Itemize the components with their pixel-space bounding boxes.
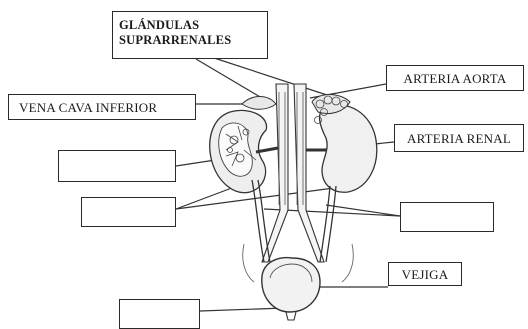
label-arteria-renal: ARTERIA RENAL: [394, 124, 524, 152]
label-arteria-aorta: ARTERIA AORTA: [386, 65, 524, 91]
blank-answer-box-4[interactable]: [119, 299, 200, 329]
label-vena-cava-inferior: VENA CAVA INFERIOR: [8, 94, 196, 120]
blank-answer-box-1[interactable]: [58, 150, 176, 182]
label-text: VEJIGA: [402, 267, 449, 282]
label-text: VENA CAVA INFERIOR: [19, 100, 157, 115]
right-ureter: [320, 186, 330, 262]
leader-line-blank-4: [200, 308, 286, 311]
leader-line-gland-right: [208, 56, 330, 96]
label-text: GLÁNDULAS SUPRARRENALES: [119, 18, 231, 48]
label-text: ARTERIA AORTA: [404, 71, 507, 86]
left-kidney: [210, 97, 278, 263]
label-glandulas-suprarrenales: GLÁNDULAS SUPRARRENALES: [112, 11, 268, 59]
bladder: [262, 258, 320, 320]
great-vessels: [262, 84, 324, 262]
blank-answer-box-2[interactable]: [81, 197, 176, 227]
right-kidney: [306, 95, 377, 263]
left-adrenal-gland: [242, 97, 276, 110]
blank-answer-box-3[interactable]: [400, 202, 494, 232]
label-text: ARTERIA RENAL: [407, 131, 511, 146]
left-ureter: [252, 180, 264, 262]
label-vejiga: VEJIGA: [388, 262, 462, 286]
